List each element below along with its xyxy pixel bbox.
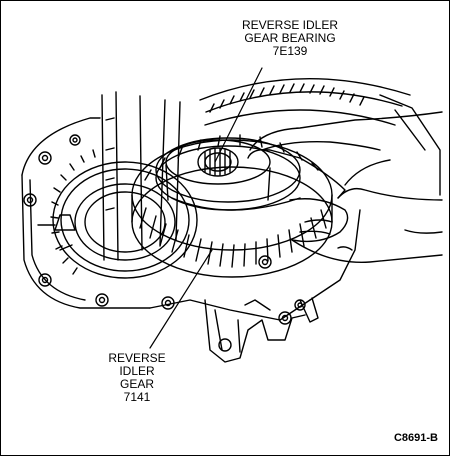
bearing-label-line-2: GEAR BEARING (244, 31, 336, 45)
gear-part-number: 7141 (123, 390, 151, 404)
gear-label-line-3: GEAR (119, 377, 154, 391)
gear-label-line-1: REVERSE (108, 351, 166, 365)
reverse-idler-gear-bearing-label: REVERSE IDLER GEAR BEARING 7E139 (226, 19, 354, 58)
main-shaft (101, 91, 181, 261)
bearing-hub (155, 137, 301, 211)
gear-leader-line (149, 249, 213, 349)
lower-bracket (204, 297, 319, 363)
reverse-idler-gear-label: REVERSE IDLER GEAR 7141 (92, 352, 182, 404)
ring-gear (50, 149, 198, 279)
bearing-label-line-1: REVERSE IDLER (241, 18, 339, 32)
figure-id-code: C8691-B (393, 432, 438, 444)
hand-drawing (247, 111, 443, 264)
bearing-part-number: 7E139 (272, 44, 308, 58)
gear-label-line-2: IDLER (119, 364, 155, 378)
bearing-leader-line (214, 67, 263, 163)
case-flange (21, 117, 361, 321)
upper-housing (199, 77, 441, 196)
